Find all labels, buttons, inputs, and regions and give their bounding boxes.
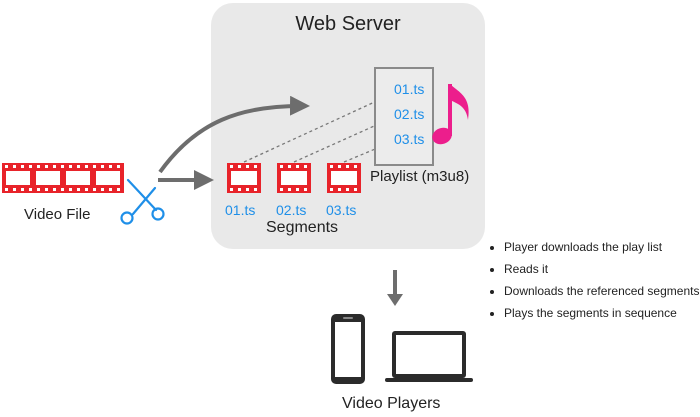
segment-film-icon-2 [277, 163, 311, 193]
step-item: Reads it [490, 262, 700, 277]
segment-label-1: 01.ts [225, 202, 256, 218]
segment-film-icon-3 [327, 163, 361, 193]
video-players-title: Video Players [342, 395, 441, 412]
music-note-icon [432, 84, 469, 145]
scissors-icon [120, 178, 165, 225]
step-item: Downloads the referenced segments [490, 284, 700, 299]
video-file-label: Video File [24, 206, 91, 223]
phone-icon [331, 314, 365, 384]
playlist-item-2: 02.ts [394, 106, 425, 122]
segment-film-icon-1 [227, 163, 261, 193]
source-film-strip-icon [2, 163, 124, 193]
playlist-item-3: 03.ts [394, 131, 425, 147]
segment-label-3: 03.ts [326, 202, 357, 218]
segments-title: Segments [266, 219, 339, 236]
arrow-to-playlist [158, 95, 310, 174]
playlist-document-icon [374, 67, 434, 166]
steps-list: Player downloads the play list Reads it … [478, 240, 700, 328]
step-item: Plays the segments in sequence [490, 306, 700, 321]
segment-label-2: 02.ts [276, 202, 307, 218]
down-arrow-icon [387, 270, 403, 306]
web-server-title: Web Server [295, 13, 401, 35]
playlist-title: Playlist (m3u8) [370, 168, 470, 185]
playlist-item-1: 01.ts [394, 81, 425, 97]
step-item: Player downloads the play list [490, 240, 700, 255]
web-server-box [211, 3, 485, 249]
laptop-icon [385, 331, 473, 382]
